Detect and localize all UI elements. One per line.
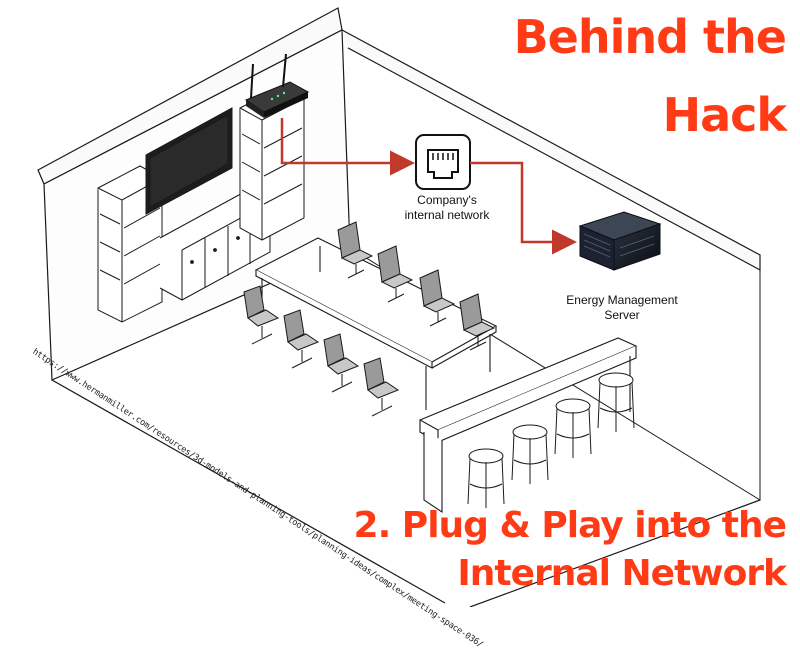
meeting-table — [254, 237, 498, 410]
subtitle-line-2: Internal Network — [457, 553, 787, 594]
chair — [419, 269, 456, 327]
chair — [377, 245, 414, 303]
connection-arrows — [280, 118, 577, 255]
title-line-1: Behind the — [513, 10, 787, 64]
stool — [467, 448, 505, 508]
wifi-router-icon — [244, 53, 310, 118]
stool — [554, 398, 592, 458]
stool — [511, 424, 549, 484]
chair — [323, 333, 360, 393]
bar-counter — [418, 337, 638, 514]
chair — [459, 293, 496, 351]
server-label: Energy Management Server — [552, 293, 692, 323]
room-diagram — [37, 7, 761, 607]
network-to-server-arrow — [470, 161, 577, 255]
ethernet-port-icon — [415, 134, 471, 190]
chair — [243, 285, 280, 345]
server-label-line2: Server — [604, 308, 640, 322]
chairs — [243, 221, 496, 417]
subtitle-line-1: 2. Plug & Play into the — [353, 505, 787, 546]
network-label: Company's internal network — [392, 193, 502, 223]
server-label-line1: Energy Management — [566, 293, 678, 307]
chair — [337, 221, 374, 279]
chair — [283, 309, 320, 369]
network-label-line1: Company's — [417, 193, 477, 207]
media-wall-unit — [97, 85, 305, 323]
title-line-2: Hack — [662, 88, 787, 142]
router-to-network-arrow — [280, 118, 415, 176]
chair — [363, 357, 400, 417]
stool — [597, 372, 635, 432]
server-icon — [578, 211, 662, 271]
network-label-line2: internal network — [404, 208, 490, 222]
bar-stools — [467, 372, 635, 508]
